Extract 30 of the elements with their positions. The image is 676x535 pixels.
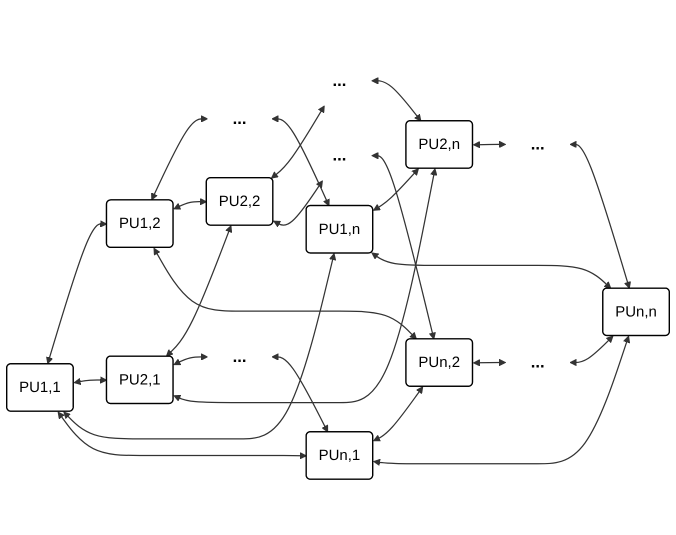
arrow: [46, 220, 108, 364]
arrow: [166, 225, 232, 357]
arrow: [373, 336, 630, 466]
arrow: [371, 252, 612, 289]
arrow: [270, 105, 325, 179]
arrow: [173, 353, 208, 366]
arrow: [58, 412, 307, 460]
arrow: [173, 168, 438, 404]
arrow: [570, 140, 632, 289]
arrow: [74, 376, 108, 386]
node-text: ...: [530, 353, 545, 372]
arrow: [273, 180, 323, 228]
arrow: [472, 358, 506, 366]
arrow: [371, 152, 436, 340]
node-text: ...: [232, 348, 247, 366]
arrow: [472, 140, 506, 148]
arrow: [271, 115, 330, 206]
node-text: ...: [232, 110, 247, 128]
arrow: [373, 386, 424, 442]
node-text: ...: [332, 72, 346, 90]
arrow: [271, 353, 328, 432]
arrow: [173, 198, 208, 210]
arrow: [570, 336, 614, 366]
node-text: ...: [332, 146, 346, 165]
arrow: [373, 168, 419, 211]
arrow: [154, 248, 417, 340]
arrow: [63, 253, 336, 440]
node-text: ...: [530, 135, 545, 154]
arrow: [371, 77, 422, 122]
arrow: [151, 115, 208, 200]
